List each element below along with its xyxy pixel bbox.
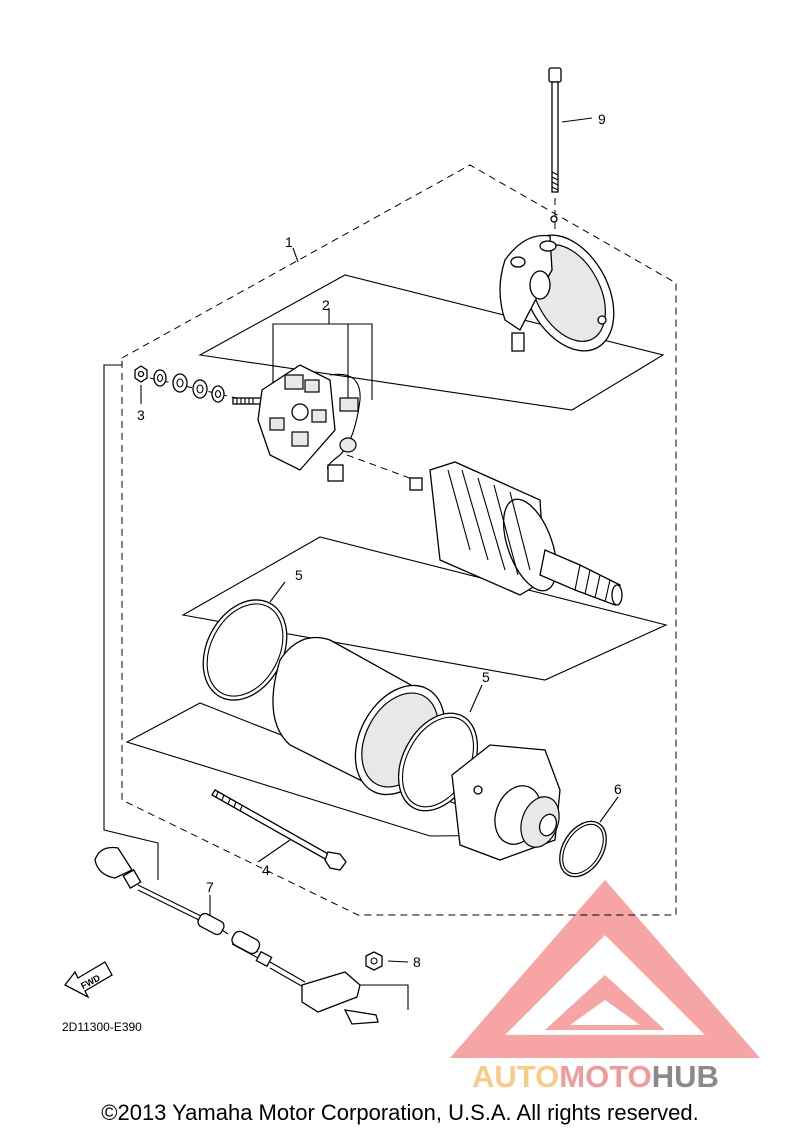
starter-cable [94, 846, 379, 1025]
watermark-text-hub: HUB [652, 1059, 719, 1094]
callout-3: 3 [137, 407, 145, 423]
drawing-code: 2D11300-E390 [62, 1020, 142, 1034]
callout-7: 7 [206, 879, 214, 895]
assembly-outline [121, 164, 677, 916]
nut-and-washers [134, 365, 225, 403]
callout-1: 1 [285, 234, 293, 250]
through-bolt [548, 67, 562, 223]
callout-8: 8 [413, 954, 421, 970]
o-ring-small-inner [562, 823, 604, 875]
plane-guide-end-cover [198, 274, 665, 411]
callout-4: 4 [262, 862, 270, 878]
watermark-text: AUTOMOTOHUB [472, 1059, 719, 1094]
callout-2: 2 [322, 297, 330, 313]
leader-lines [103, 117, 619, 1010]
callout-5b: 5 [482, 669, 490, 685]
flange-nut [365, 951, 383, 971]
rear-end-cover [499, 234, 615, 352]
armature [409, 461, 623, 606]
watermark-text-moto: MOTO [559, 1059, 651, 1094]
plane-guide-armature [181, 536, 668, 681]
fwd-arrow-icon: FWD [64, 961, 113, 999]
long-screw [211, 789, 347, 871]
callout-9: 9 [598, 111, 606, 127]
watermark-text-auto: AUTO [472, 1059, 559, 1094]
copyright-notice: ©2013 Yamaha Motor Corporation, U.S.A. A… [101, 1100, 699, 1125]
watermark-logo [450, 880, 760, 1058]
callout-6: 6 [614, 781, 622, 797]
o-ring-upper-inner [206, 603, 284, 697]
o-ring-small [559, 820, 607, 878]
brush-holder-assembly [232, 364, 361, 482]
front-end-cover [451, 744, 561, 861]
callout-5a: 5 [295, 567, 303, 583]
